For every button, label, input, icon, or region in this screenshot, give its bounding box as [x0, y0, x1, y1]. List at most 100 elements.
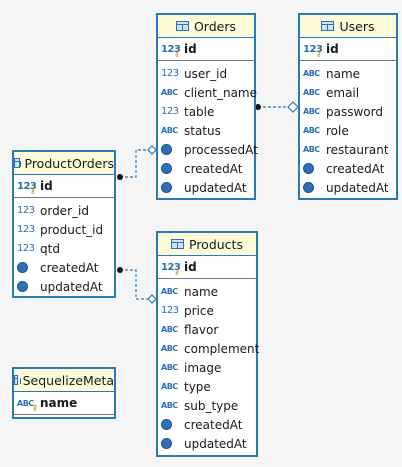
entity-users[interactable]: Usersid nameemailpassword role restaurant cr… — [298, 13, 398, 200]
table-icon — [321, 21, 335, 31]
string-type-icon — [161, 382, 180, 391]
primary-key-number-icon — [161, 262, 180, 276]
field-row[interactable]: name — [300, 64, 396, 83]
entity-title: Users — [339, 18, 375, 34]
relation-end-diamond — [287, 101, 299, 113]
string-type-icon — [161, 325, 180, 334]
field-row[interactable]: flavor — [158, 320, 256, 339]
number-type-icon — [17, 205, 36, 216]
field-row[interactable]: product_id — [14, 220, 114, 239]
entity-sequelizemeta[interactable]: SequelizeMeta name — [12, 367, 116, 419]
field-row[interactable]: role — [300, 121, 396, 140]
field-row[interactable]: qtd — [14, 239, 114, 258]
field-name: type — [184, 379, 211, 394]
string-type-icon — [303, 107, 322, 116]
field-row[interactable]: order_id — [14, 201, 114, 220]
primary-key-row[interactable]: name — [14, 392, 114, 415]
field-row[interactable]: name — [158, 282, 256, 301]
field-list: order_id product_idqtd createdAt updatedAt — [14, 198, 114, 296]
date-type-icon — [17, 262, 36, 274]
relation-productorders-orders[interactable] — [120, 149, 152, 178]
field-row[interactable]: processedAt — [158, 140, 258, 159]
field-row[interactable]: password — [300, 102, 396, 121]
table-icon — [175, 21, 189, 31]
field-row[interactable]: user_id — [158, 64, 254, 83]
field-name: product_id — [40, 222, 104, 237]
primary-key-row[interactable]: id — [300, 38, 396, 61]
number-type-icon — [161, 305, 180, 316]
field-name: createdAt — [326, 161, 385, 176]
entity-products[interactable]: Products id namepriceflavor complement image… — [156, 231, 260, 457]
field-row[interactable]: complement — [158, 339, 260, 358]
field-name: table — [184, 104, 215, 119]
entity-header[interactable]: SequelizeMeta — [14, 369, 114, 392]
primary-key-number-icon — [303, 44, 322, 58]
string-type-icon — [161, 287, 180, 296]
entity-title: ProductOrders — [24, 155, 115, 171]
field-row[interactable]: email — [300, 83, 396, 102]
date-type-icon — [303, 182, 322, 194]
field-row[interactable]: createdAt — [158, 159, 254, 178]
field-name: status — [184, 123, 221, 138]
primary-key-number-icon — [161, 44, 180, 58]
primary-key-name: id — [326, 42, 339, 56]
entity-header[interactable]: Products — [158, 233, 256, 256]
primary-key-name: id — [40, 179, 53, 193]
field-row[interactable]: updatedAt — [158, 178, 254, 197]
field-name: createdAt — [184, 161, 243, 176]
field-row[interactable]: updatedAt — [158, 434, 256, 453]
field-row[interactable]: sub_type — [158, 396, 256, 415]
field-row[interactable]: createdAt — [158, 415, 256, 434]
entity-title: Products — [189, 236, 243, 252]
primary-key-name: id — [184, 42, 197, 56]
date-type-icon — [161, 144, 180, 156]
date-type-icon — [161, 163, 180, 175]
primary-key-row[interactable]: id — [14, 175, 114, 198]
field-row[interactable]: updatedAt — [300, 178, 396, 197]
string-type-icon — [161, 363, 180, 372]
field-row[interactable]: updatedAt — [14, 277, 114, 296]
field-name: complement — [184, 341, 260, 356]
primary-key-row[interactable]: id — [158, 256, 256, 279]
field-row[interactable]: client_name — [158, 83, 257, 102]
string-type-icon — [303, 145, 322, 154]
date-type-icon — [161, 182, 180, 194]
field-row[interactable]: image — [158, 358, 256, 377]
field-row[interactable]: createdAt — [300, 159, 396, 178]
field-name: user_id — [184, 66, 228, 81]
field-name: role — [326, 123, 349, 138]
entity-header[interactable]: Orders — [158, 15, 254, 38]
field-name: updatedAt — [326, 180, 389, 195]
field-row[interactable]: createdAt — [14, 258, 114, 277]
field-name: processedAt — [184, 142, 258, 157]
relation-end-diamond — [147, 294, 157, 304]
entity-header[interactable]: ProductOrders — [14, 152, 114, 175]
primary-key-name: id — [184, 260, 197, 274]
primary-key-row[interactable]: id — [158, 38, 254, 61]
date-type-icon — [161, 438, 180, 450]
entity-orders[interactable]: Orders id user_id client_nametable status pro… — [156, 13, 258, 200]
field-row[interactable]: price — [158, 301, 256, 320]
field-row[interactable]: restaurant — [300, 140, 396, 159]
number-type-icon — [161, 106, 180, 117]
field-row[interactable]: status — [158, 121, 254, 140]
entity-header[interactable]: Users — [300, 15, 396, 38]
string-type-icon — [161, 88, 180, 97]
field-row[interactable]: table — [158, 102, 254, 121]
field-name: order_id — [40, 203, 89, 218]
relation-productorders-products[interactable] — [120, 269, 152, 300]
entity-productorders[interactable]: ProductOrders id order_id product_idqtd crea… — [12, 150, 116, 298]
field-name: updatedAt — [184, 436, 247, 451]
field-name: sub_type — [184, 398, 239, 413]
primary-key-string-icon — [17, 399, 37, 412]
string-type-icon — [161, 401, 180, 410]
field-list: user_id client_nametable status processedAt… — [158, 61, 258, 197]
primary-key-name: name — [40, 396, 78, 410]
string-type-icon — [161, 126, 180, 135]
field-name: createdAt — [40, 260, 99, 275]
number-type-icon — [17, 224, 36, 235]
table-icon — [171, 239, 184, 249]
field-row[interactable]: type — [158, 377, 256, 396]
string-type-icon — [161, 344, 180, 353]
string-type-icon — [303, 69, 322, 78]
